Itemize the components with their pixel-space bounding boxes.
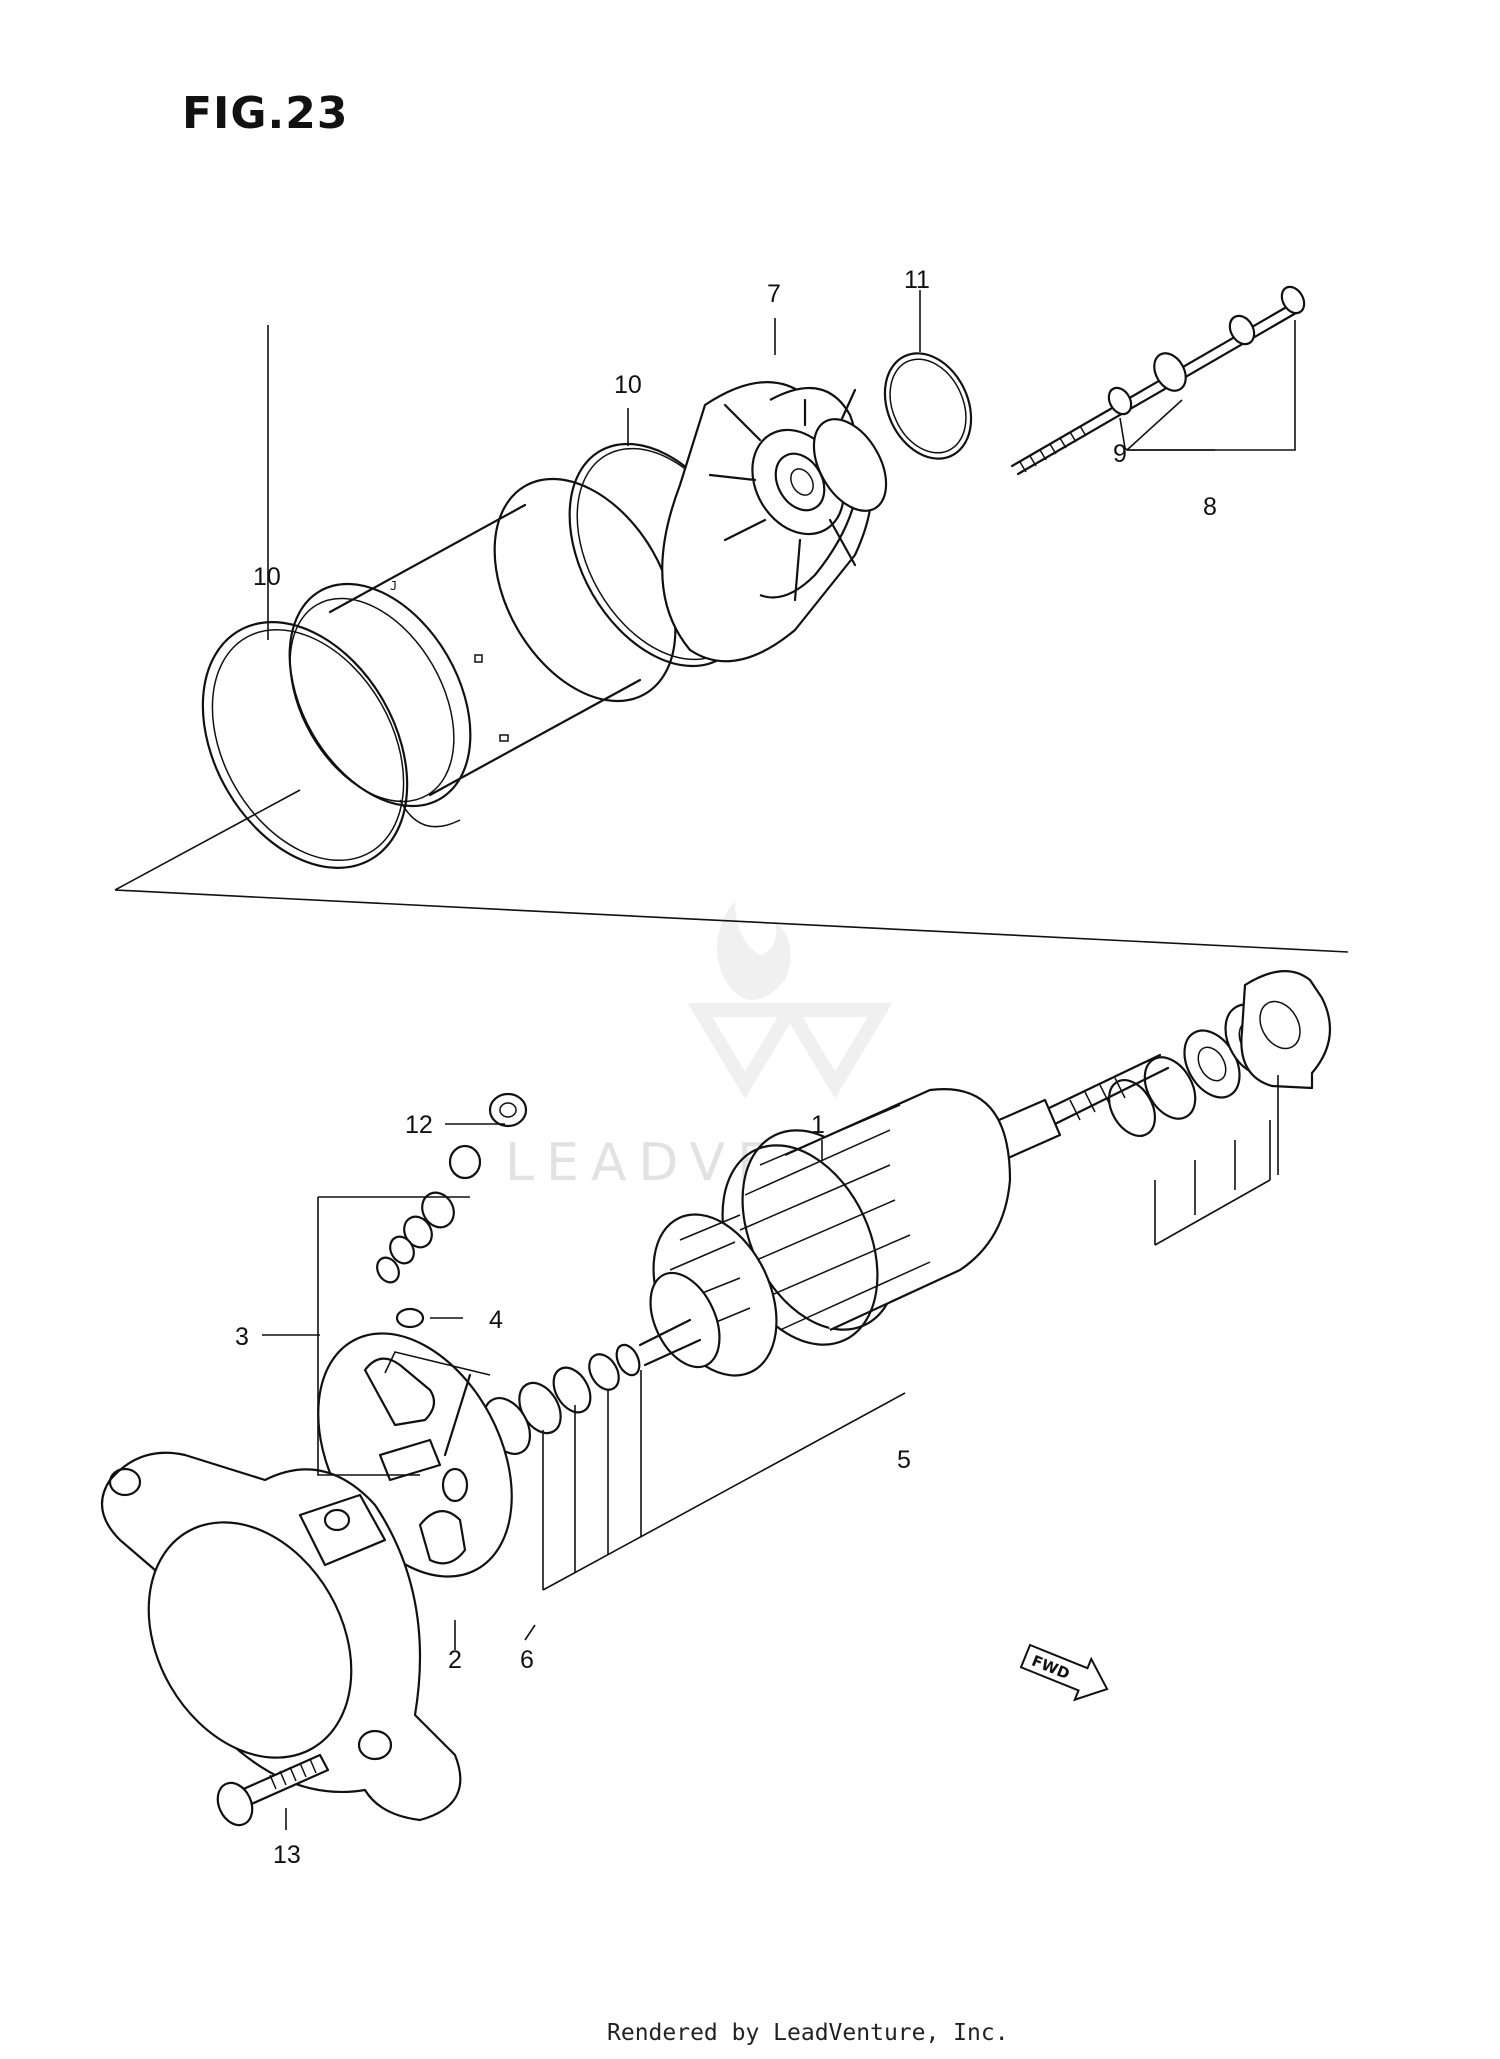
section-boundary-line <box>114 789 301 891</box>
callout-10-front: 10 <box>253 563 281 591</box>
callout-11: 11 <box>904 266 930 294</box>
callout-12: 12 <box>405 1111 433 1139</box>
part-13-bolt <box>216 1753 330 1827</box>
callout-8: 8 <box>1203 493 1217 521</box>
section-boundary-line <box>114 889 1349 953</box>
callout-5: 5 <box>897 1446 911 1474</box>
part-7-rear-cover <box>661 381 888 663</box>
armature-washer-stack <box>1107 970 1332 1137</box>
callout-9: 9 <box>1113 440 1127 468</box>
footer-credit: Rendered by LeadVenture, Inc. <box>607 2020 1009 2046</box>
callout-13: 13 <box>273 1841 301 1869</box>
svg-text:J: J <box>390 579 397 593</box>
starter-end-cover <box>100 1451 462 1822</box>
callout-1: 1 <box>811 1111 825 1139</box>
part-10-front-ring <box>201 621 409 869</box>
callout-2: 2 <box>448 1646 462 1674</box>
part-1-armature <box>615 1053 1170 1377</box>
leader-lines <box>262 290 1296 1830</box>
callout-3: 3 <box>235 1323 249 1351</box>
callout-4: 4 <box>489 1306 503 1334</box>
part-3-terminal-kit <box>376 1092 528 1457</box>
figure-title: FIG.23 <box>182 88 349 139</box>
callout-7: 7 <box>767 280 781 308</box>
callout-6: 6 <box>520 1646 534 1674</box>
part-11-o-ring <box>883 352 973 460</box>
yoke-housing: J <box>288 477 677 828</box>
watermark-logo <box>687 900 893 1099</box>
part-8-through-bolt <box>1010 285 1306 476</box>
callout-10-rear: 10 <box>614 371 642 399</box>
fwd-direction-badge: FWD <box>1019 1643 1109 1702</box>
